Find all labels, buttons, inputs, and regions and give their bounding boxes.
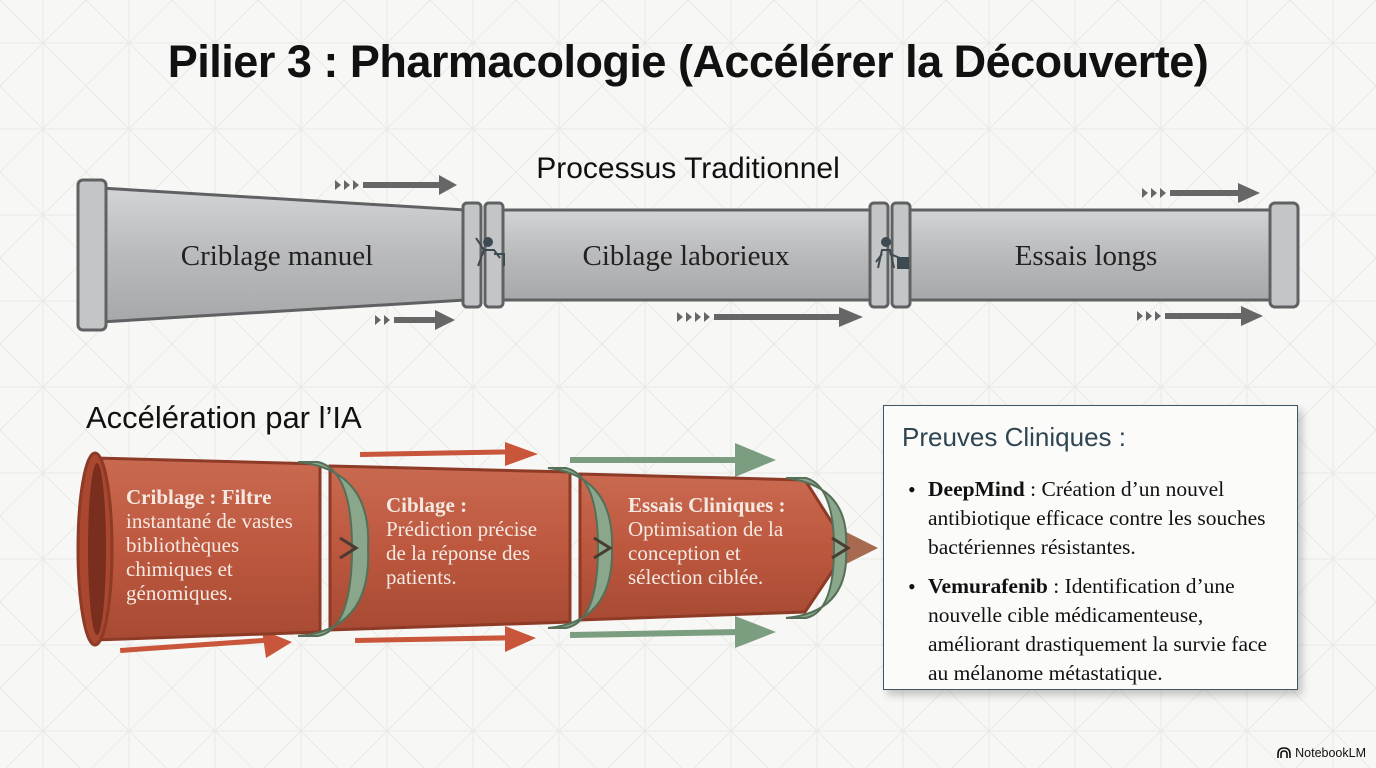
traditional-pipeline: Criblage manuel Ciblage laborieux Essais… <box>76 175 1300 332</box>
clinical-evidence-box: Preuves Cliniques : DeepMind : Création … <box>883 405 1298 690</box>
flow-arrow <box>335 175 457 195</box>
pipe-flange-right <box>1268 201 1300 309</box>
ai-stage-line: chimiques et <box>126 557 233 581</box>
ai-stage-text: Criblage : Filtre instantané de vastes b… <box>126 485 298 605</box>
pipe-segment-targeting <box>498 208 876 302</box>
ai-stage-line: sélection ciblée. <box>628 565 763 589</box>
researcher-with-pipette-icon <box>475 237 505 267</box>
ai-stage-line: de la réponse des <box>386 541 530 565</box>
evidence-item-text: : Identification d’une nouvelle cible mé… <box>928 574 1268 685</box>
ai-pipe-ring <box>785 477 851 619</box>
ai-acceleration-title: Accélération par l’IA <box>86 400 362 435</box>
ai-flow-arrows <box>119 442 776 658</box>
pipe-coupling-2 <box>868 201 912 309</box>
flow-arrow-red <box>119 630 292 658</box>
flow-arrow <box>375 310 455 330</box>
ai-stage-line: Ciblage : <box>386 493 467 517</box>
evidence-item: Vemurafenib : Identification d’une nouve… <box>908 572 1279 688</box>
pipe-flange-left <box>76 178 108 332</box>
ai-stage-line: génomiques. <box>126 581 233 605</box>
flow-arrow-green <box>570 443 776 477</box>
flow-arrow <box>677 307 863 327</box>
flow-arrow-green <box>570 616 776 648</box>
pipe-segment-trials <box>906 208 1274 302</box>
page-title: Pilier 3 : Pharmacologie (Accélérer la D… <box>167 36 1209 87</box>
traditional-stage-label: Essais longs <box>1015 240 1158 272</box>
flow-arrow <box>1137 306 1263 326</box>
traditional-process-title: Processus Traditionnel <box>536 152 840 185</box>
traditional-stage-label: Criblage manuel <box>181 240 373 272</box>
evidence-item-text: : Création d’un nouvel antibiotique effi… <box>928 477 1266 559</box>
flow-arrow <box>1142 183 1260 203</box>
ai-stage-text: Ciblage : Prédiction précise de la répon… <box>386 493 542 589</box>
flow-arrow-red <box>355 626 536 652</box>
ai-pipe-segment-targeting <box>328 464 572 632</box>
evidence-item-name: Vemurafenib <box>928 574 1048 598</box>
flow-arrow-red <box>360 442 538 466</box>
ai-pipeline: Criblage : Filtre instantané de vastes b… <box>76 442 878 658</box>
evidence-item-name: DeepMind <box>928 477 1025 501</box>
ai-stage-line: bibliothèques <box>126 533 239 557</box>
ai-stage-line: Criblage : Filtre <box>126 485 271 509</box>
ai-stage-line: Optimisation de la <box>628 517 784 541</box>
ai-pipe-ring <box>297 461 370 637</box>
ai-stage-text: Essais Cliniques : Optimisation de la co… <box>628 493 791 589</box>
ai-stage-line: Essais Cliniques : <box>628 493 786 517</box>
brand-watermark: NotebookLM <box>1277 746 1366 760</box>
brand-label: NotebookLM <box>1295 746 1366 760</box>
ai-stage-line: conception et <box>628 541 741 565</box>
ai-pipe-ring <box>547 467 614 629</box>
evidence-item: DeepMind : Création d’un nouvel antibiot… <box>908 475 1279 562</box>
clinical-evidence-title: Preuves Cliniques : <box>902 422 1126 452</box>
ai-stage-line: patients. <box>386 565 457 589</box>
ai-stage-line: instantané de vastes <box>126 509 293 533</box>
ai-pipe-segment-trials <box>578 472 850 622</box>
worker-with-boxes-icon <box>875 237 909 269</box>
ai-stage-line: Prédiction précise <box>386 517 537 541</box>
clinical-evidence-list: DeepMind : Création d’un nouvel antibiot… <box>902 475 1279 688</box>
notebooklm-logo-icon <box>1277 747 1291 758</box>
traditional-stage-label: Ciblage laborieux <box>583 240 790 272</box>
traditional-flow-arrows <box>335 175 1263 330</box>
ai-pipe-tip-arrow <box>846 532 878 564</box>
